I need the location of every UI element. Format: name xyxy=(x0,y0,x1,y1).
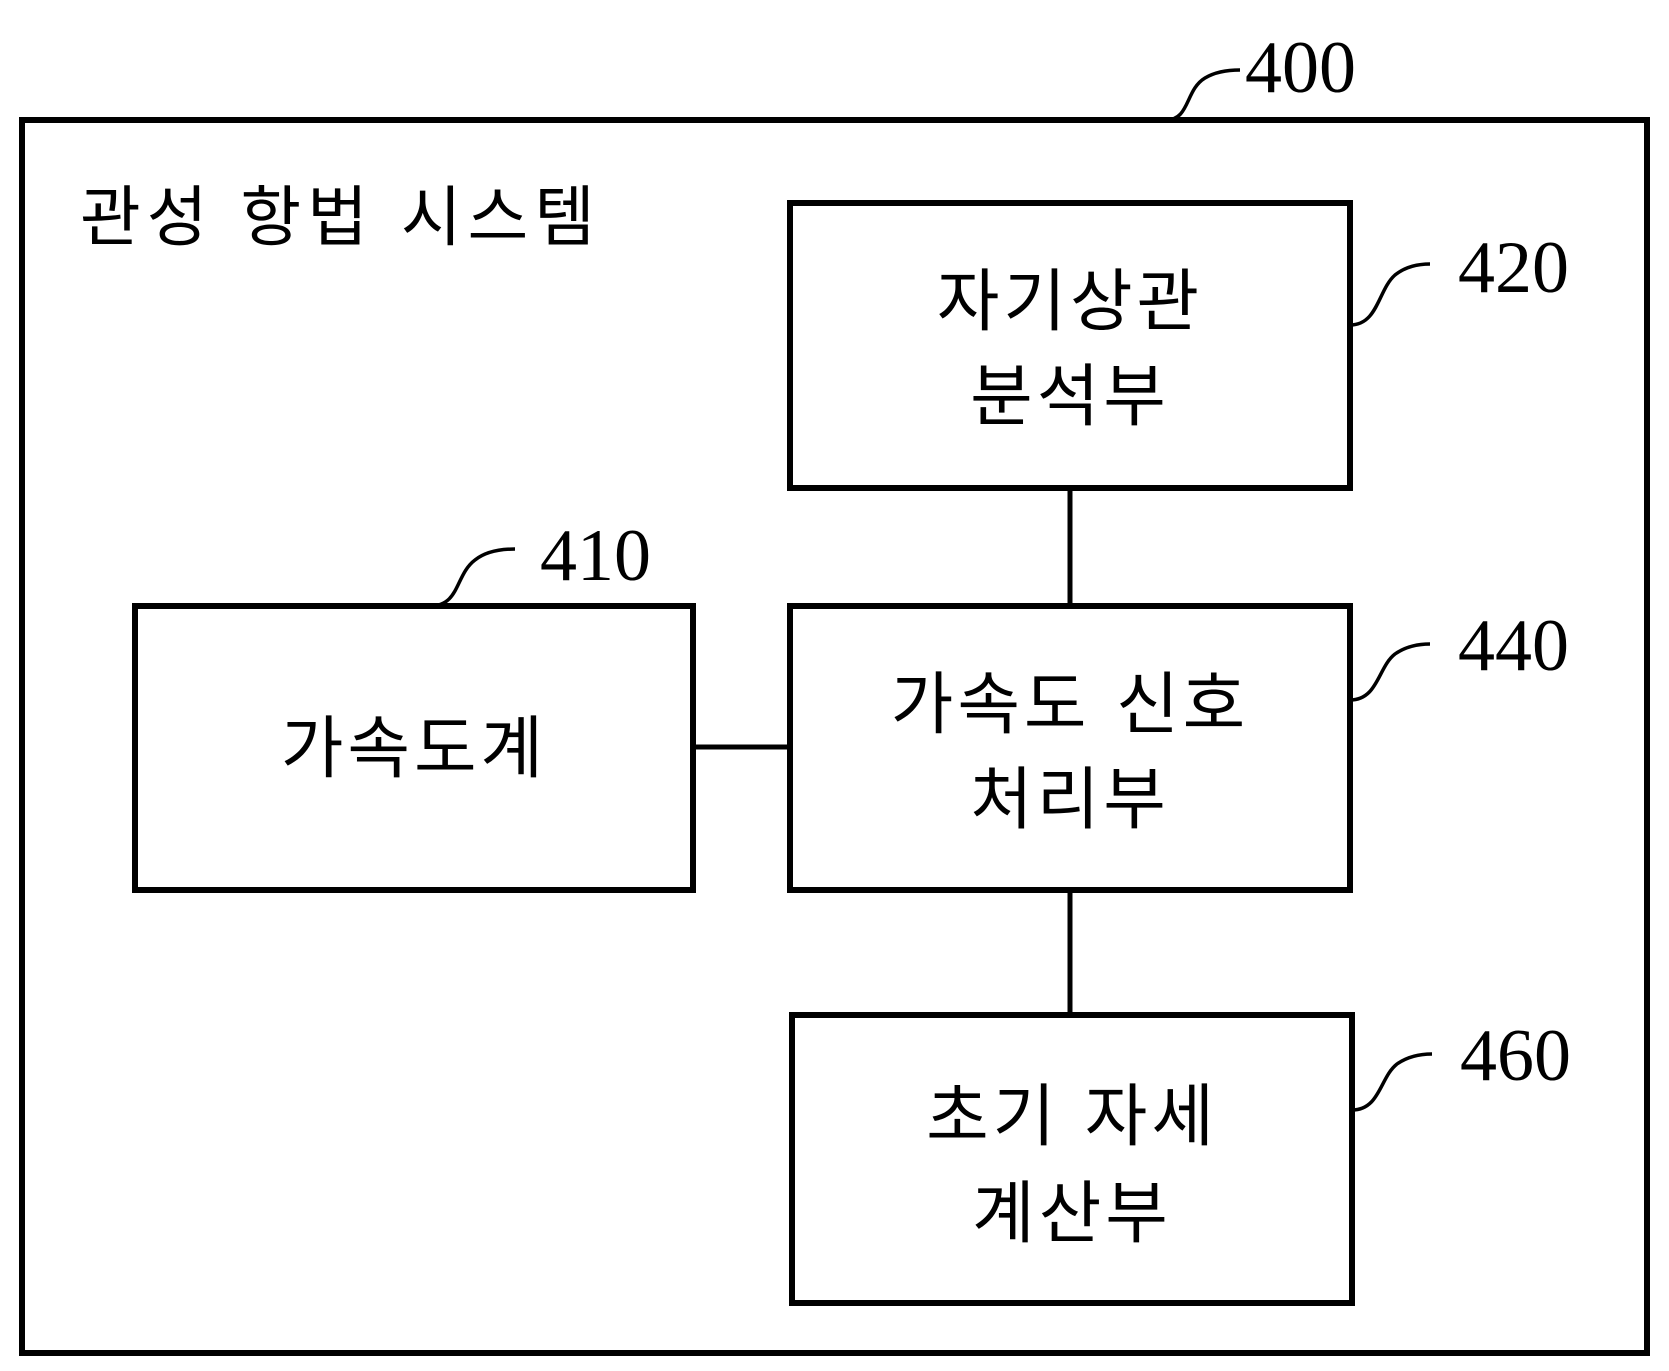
signal-processing-label-line2: 처리부 xyxy=(970,761,1170,840)
autocorrelation-ref-label: 420 xyxy=(1458,227,1569,309)
system-title: 관성 항법 시스템 xyxy=(80,179,601,256)
autocorrelation-label-line1: 자기상관 xyxy=(937,263,1203,342)
initial-attitude-label-line2: 계산부 xyxy=(972,1175,1172,1254)
autocorrelation-ref-leader xyxy=(1349,262,1431,327)
initial-attitude-ref-label: 460 xyxy=(1460,1015,1571,1097)
initial-attitude-block xyxy=(789,1012,1355,1306)
accelerometer-ref-label: 410 xyxy=(540,515,651,597)
initial-attitude-ref-leader xyxy=(1351,1052,1433,1112)
system-ref-label: 400 xyxy=(1245,27,1356,109)
signal-processing-ref-label: 440 xyxy=(1458,605,1569,687)
accelerometer-block xyxy=(132,603,696,893)
accelerometer-label: 가속도계 xyxy=(281,710,547,789)
system-ref-leader xyxy=(1165,68,1241,122)
signal-processing-ref-leader xyxy=(1349,642,1431,702)
signal-processing-block xyxy=(787,603,1353,893)
autocorrelation-block xyxy=(787,200,1353,491)
autocorrelation-label-line2: 분석부 xyxy=(970,358,1170,437)
system-frame xyxy=(19,117,1650,1356)
signal-processing-label-line1: 가속도 신호 xyxy=(891,666,1249,745)
accelerometer-ref-leader xyxy=(429,547,516,608)
initial-attitude-label-line1: 초기 자세 xyxy=(926,1078,1218,1157)
